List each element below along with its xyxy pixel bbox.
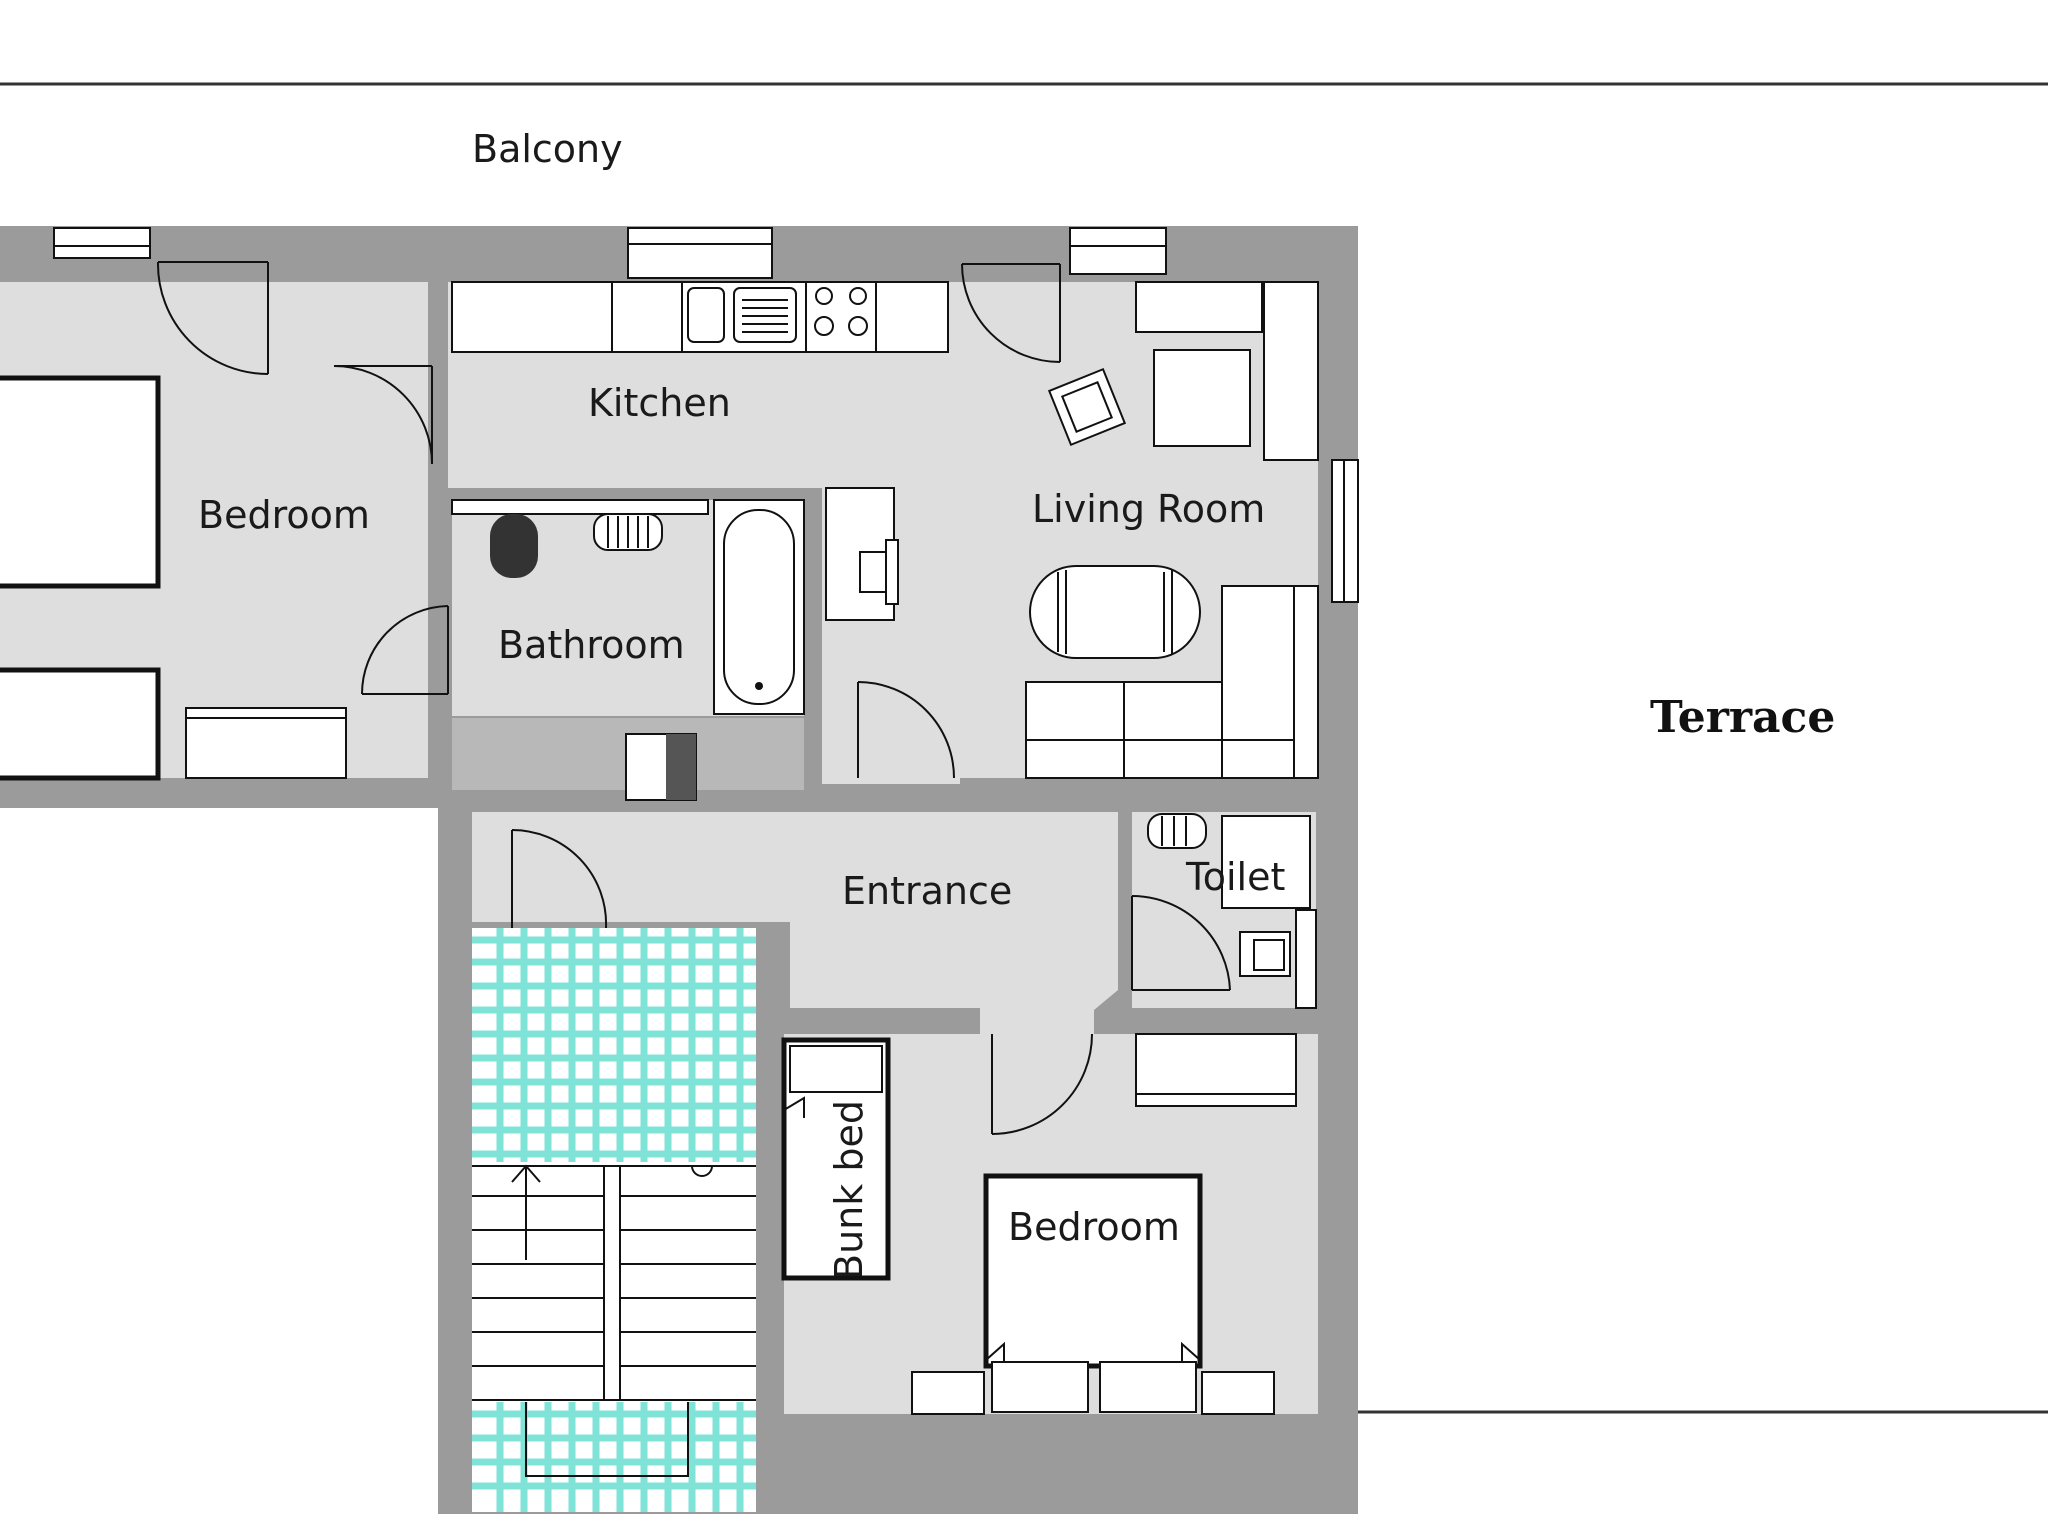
bunk-bed-label: Bunk bed: [827, 1100, 871, 1280]
door-swings: [156, 261, 1231, 1135]
left-bedroom-furniture: [0, 375, 347, 781]
toilet-label: Toilet: [1185, 855, 1285, 899]
living-room-furniture: [825, 281, 1319, 779]
toilet-fixtures: [1147, 813, 1317, 1009]
staircase: [472, 928, 756, 1512]
stair-steps: [472, 1164, 756, 1477]
terrace-label: Terrace: [1650, 692, 1835, 743]
bedroom-bottom-label: Bedroom: [1008, 1205, 1180, 1249]
floor-entrance: [472, 812, 1118, 1034]
kitchen-label: Kitchen: [588, 381, 731, 425]
bottom-bedroom-furniture: [781, 1033, 1297, 1415]
stair-tiles: [472, 928, 756, 1512]
kitchen-counter: [451, 281, 949, 353]
living-room-label: Living Room: [1032, 487, 1265, 531]
balcony-label: Balcony: [472, 127, 623, 171]
bathroom-fixtures: [451, 499, 805, 801]
bathroom-label: Bathroom: [498, 623, 685, 667]
bedroom-left-label: Bedroom: [198, 493, 370, 537]
entrance-label: Entrance: [842, 869, 1012, 913]
toilet-bowl-bathroom: [490, 514, 538, 578]
windows: [53, 227, 1359, 603]
